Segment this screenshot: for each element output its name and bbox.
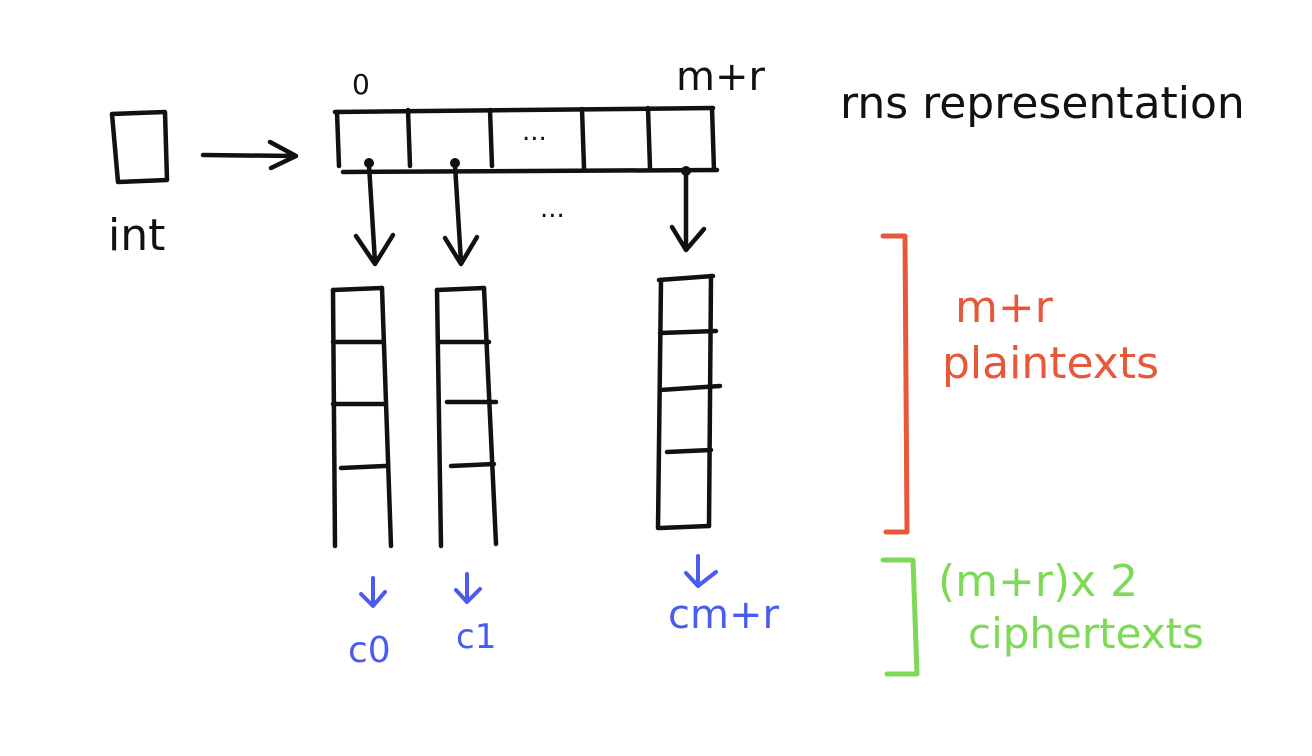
down-arrow-icon xyxy=(684,554,718,588)
plaintext-column-mr xyxy=(655,273,723,531)
down-arrow-icon xyxy=(669,166,707,253)
right-arrow-icon xyxy=(200,139,299,171)
ciphertexts-count-label: (m+r)x 2 xyxy=(938,556,1138,607)
down-arrow-icon xyxy=(442,158,480,267)
rns-array xyxy=(332,105,720,175)
ciphertext-c0-label: c0 xyxy=(348,630,391,671)
plaintext-column-0 xyxy=(330,285,394,549)
rns-representation-label: rns representation xyxy=(840,78,1245,129)
ciphertext-c1-label: c1 xyxy=(456,617,496,657)
ciphertext-cmr-label: cm+r xyxy=(668,592,779,638)
plaintext-column-1 xyxy=(434,285,499,549)
down-arrow-icon xyxy=(454,572,482,604)
down-arrow-icon xyxy=(359,576,387,608)
int-label: int xyxy=(108,210,165,261)
int-box xyxy=(109,109,170,185)
array-ellipsis: ... xyxy=(522,117,547,147)
arrows-ellipsis: ... xyxy=(540,194,565,224)
index-end-label: m+r xyxy=(676,54,765,100)
ciphertexts-label: ciphertexts xyxy=(968,609,1204,658)
plaintexts-label: plaintexts xyxy=(942,338,1159,389)
ciphertexts-bracket-icon xyxy=(880,557,920,677)
plaintexts-count-label: m+r xyxy=(955,282,1054,333)
plaintexts-bracket-icon xyxy=(880,233,910,535)
down-arrow-icon xyxy=(353,158,396,267)
index-start-label: 0 xyxy=(352,68,370,101)
